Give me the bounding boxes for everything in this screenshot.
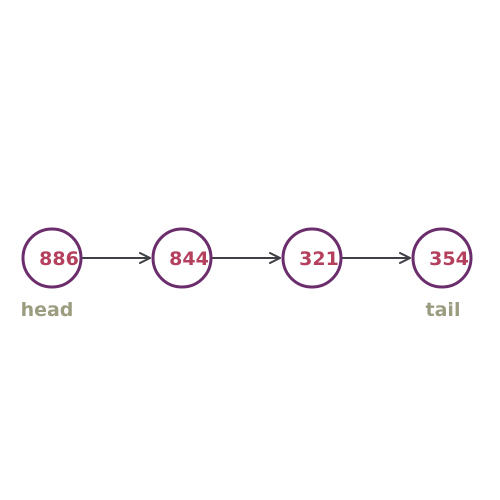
head-label: head — [21, 299, 74, 321]
list-node-2: 844 — [151, 227, 213, 289]
node-value: 354 — [429, 248, 469, 270]
node-value: 844 — [169, 248, 209, 270]
list-node-3: 321 — [281, 227, 343, 289]
list-node-4: 354 — [411, 227, 473, 289]
node-circle — [281, 227, 343, 289]
list-node-1: 886 — [21, 227, 83, 289]
node-value: 886 — [39, 248, 79, 270]
node-circle — [21, 227, 83, 289]
node-circle — [151, 227, 213, 289]
node-circle — [411, 227, 473, 289]
node-value: 321 — [299, 248, 339, 270]
tail-label: tail — [426, 299, 461, 321]
